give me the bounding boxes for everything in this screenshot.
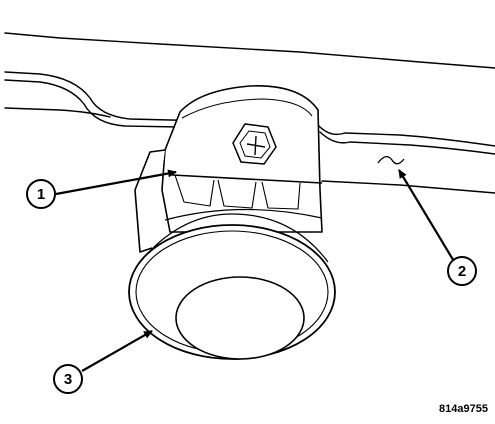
callout-3: 3 — [53, 364, 83, 394]
callout-3-label: 3 — [64, 371, 72, 388]
figure-id: 814a9755 — [439, 403, 488, 415]
bumper-fascia-lines — [4, 32, 495, 194]
leader-arrows — [55, 169, 456, 372]
callout-2-label: 2 — [458, 263, 466, 280]
callout-1-label: 1 — [37, 186, 45, 203]
leader-arrow-1 — [55, 169, 177, 196]
fascia-curl-mark — [377, 156, 405, 165]
mounting-bolt — [232, 123, 277, 165]
callout-2: 2 — [447, 256, 477, 286]
park-assist-sensor — [128, 213, 336, 360]
leader-arrow-3 — [81, 330, 153, 372]
leader-arrow-2 — [398, 169, 456, 264]
callout-1: 1 — [26, 179, 56, 209]
